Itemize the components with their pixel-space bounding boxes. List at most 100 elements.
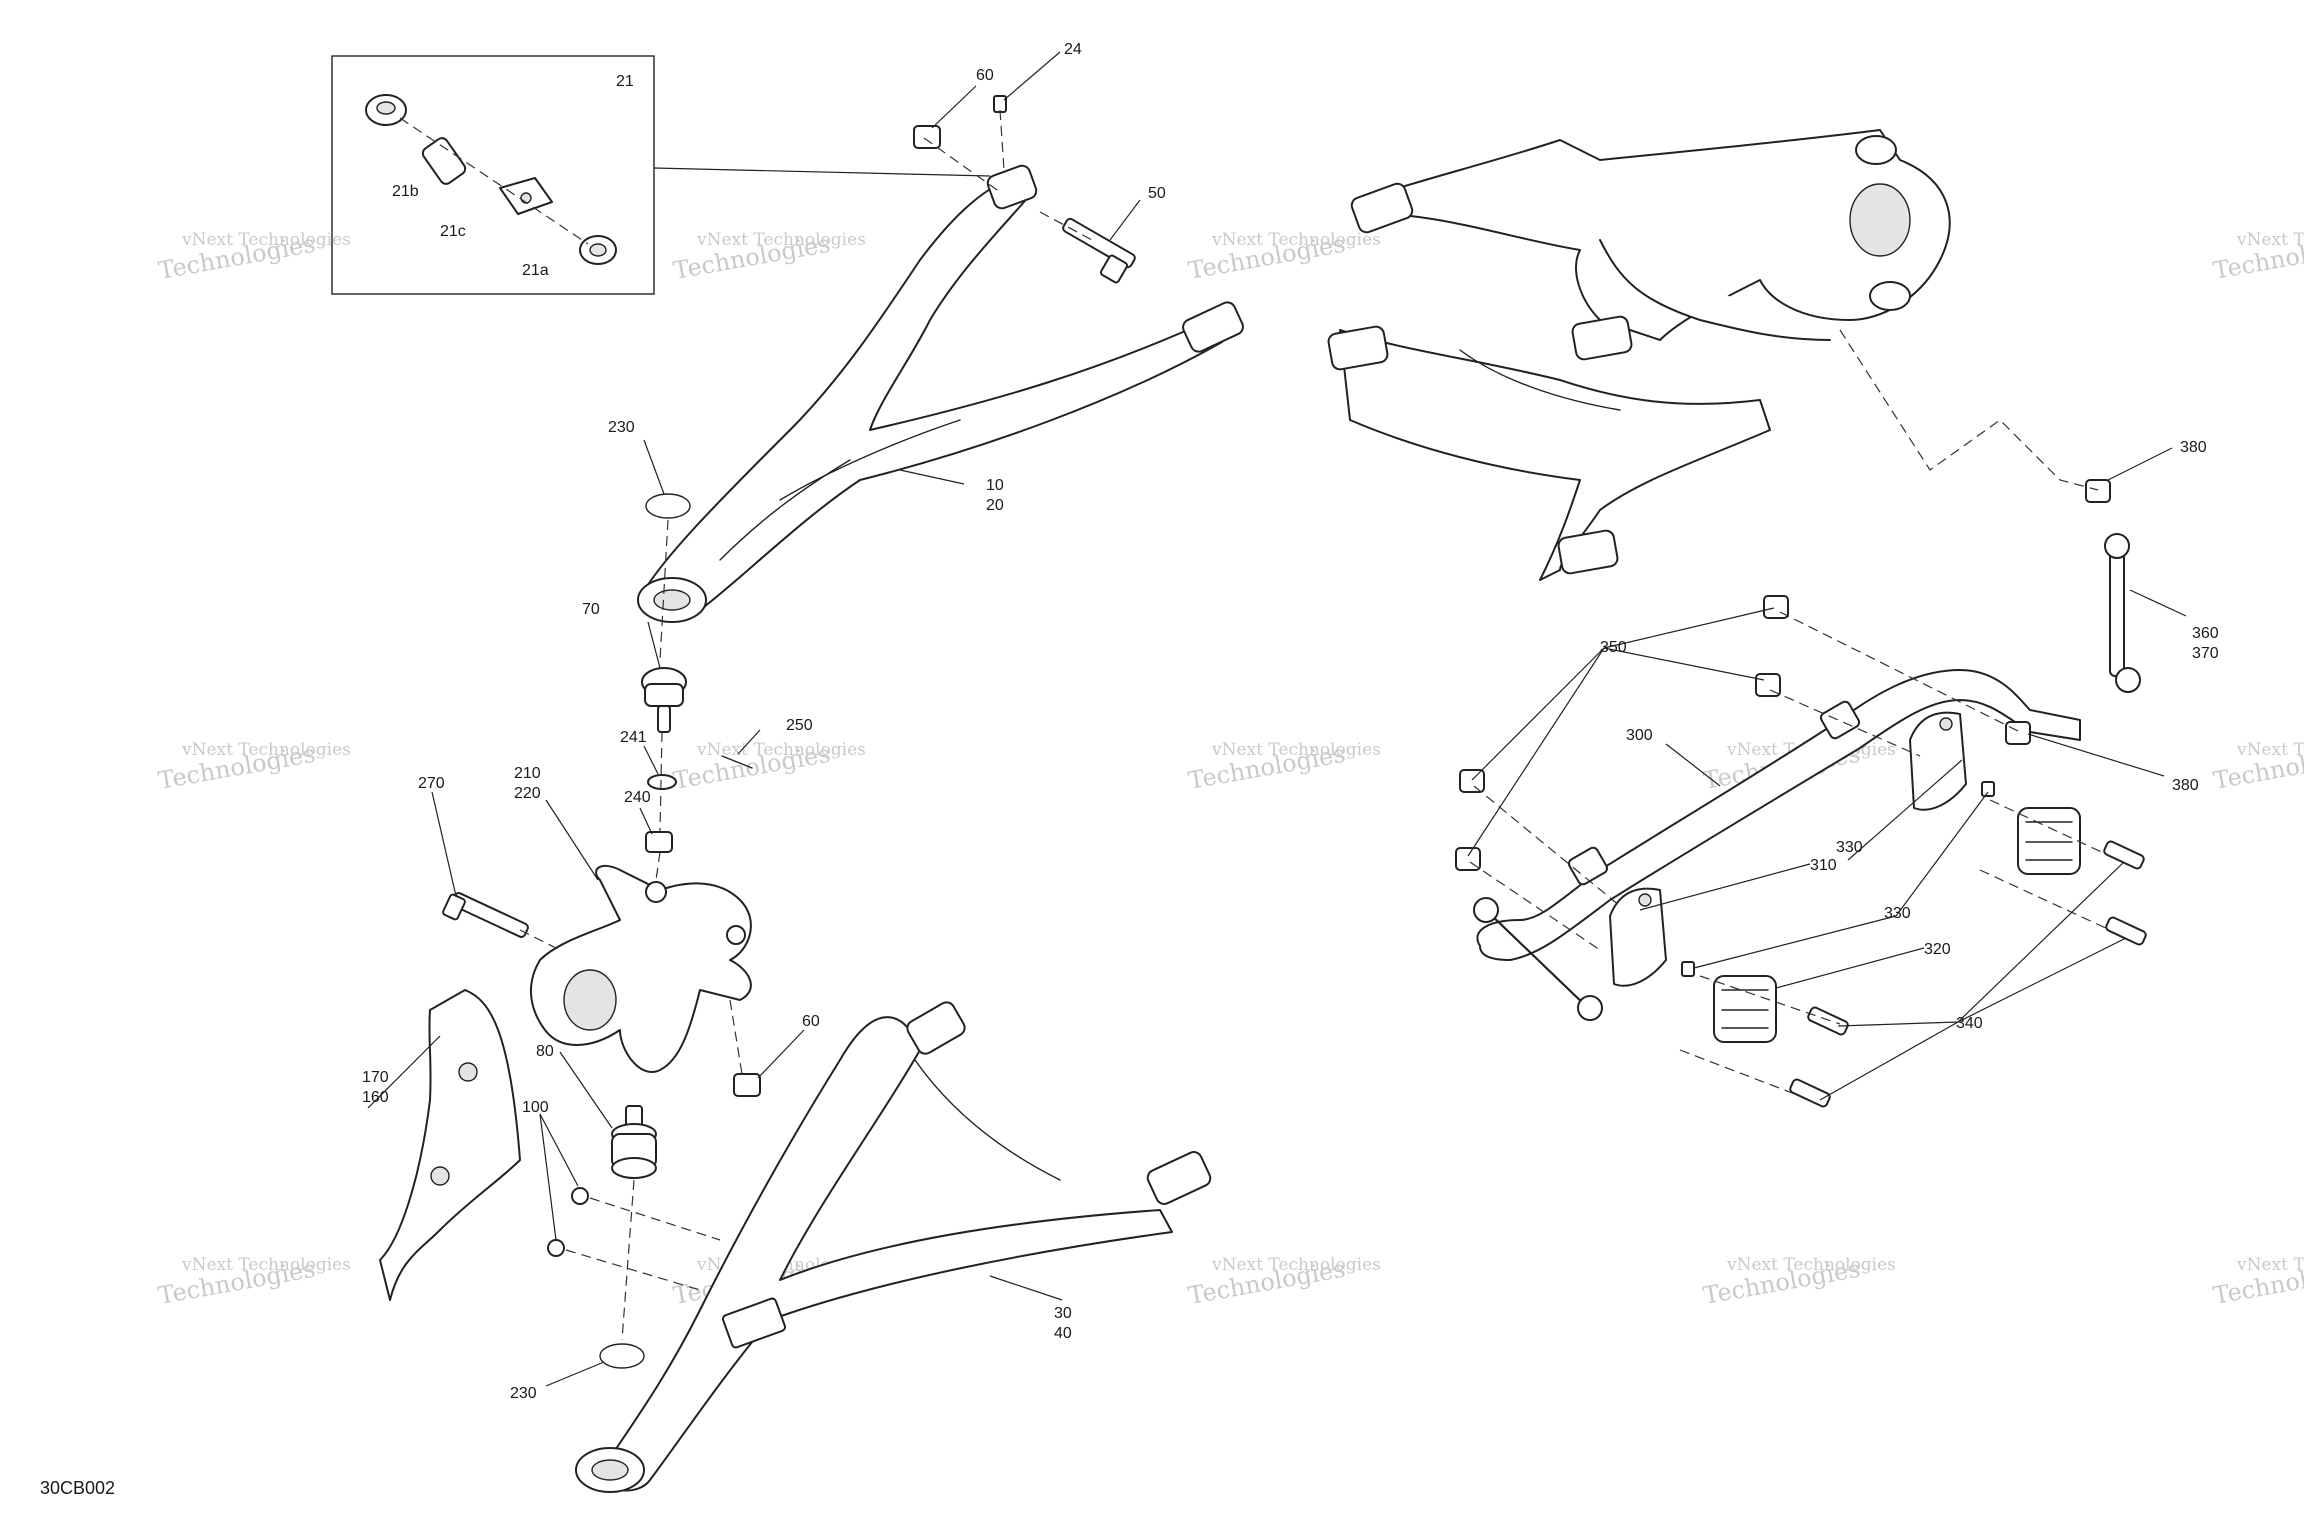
bushing-kit-inset [331, 55, 991, 295]
bushing-sleeve-21a [579, 235, 617, 265]
callout-380-upper: 380 [2180, 439, 2207, 456]
callout-160: 160 [362, 1089, 389, 1106]
callout-380-lower: 380 [2172, 777, 2199, 794]
callout-300: 300 [1626, 727, 1653, 744]
inset-link-line [653, 167, 991, 177]
watermark-line1: vNext Technologies [1211, 230, 1381, 250]
inset-axis-line [399, 117, 589, 245]
bolt-50 [1062, 217, 1136, 284]
bushing-21b [421, 137, 467, 185]
callout-250: 250 [786, 717, 813, 734]
nuts-350 [1455, 595, 1789, 871]
washer-241 [647, 774, 677, 790]
grease-fittings-330 [1681, 781, 1995, 977]
callout-70: 70 [582, 601, 600, 618]
bolts-340 [1789, 840, 2147, 1108]
watermark: vNext Technologies Technologies [671, 740, 866, 795]
nuts-380 [2005, 479, 2111, 745]
callout-40: 40 [1054, 1325, 1072, 1342]
guard-plate [379, 989, 521, 1301]
cotter-pin-250 [721, 755, 753, 769]
callout-230-upper: 230 [608, 419, 635, 436]
circlip-upper [645, 493, 691, 519]
callout-24: 24 [1064, 41, 1082, 58]
nut-60-upper [913, 125, 941, 149]
watermark-line1: vNext Technologies [1726, 1255, 1896, 1275]
callout-330-upper: 330 [1836, 839, 1863, 856]
bracket-310-a [1609, 887, 1667, 987]
watermark: vNext Technologies Technologies [1701, 1255, 1896, 1310]
callout-60-lower: 60 [802, 1013, 820, 1030]
callout-330-lower: 330 [1884, 905, 1911, 922]
watermark: vNext Technologies Technologies [1186, 740, 1381, 795]
upper-a-arm [637, 164, 1244, 623]
watermark-line1: vNext Technologies [1211, 740, 1381, 760]
lower-ball-joint [611, 1105, 657, 1179]
bolt-270 [442, 892, 529, 938]
circlip-lower [599, 1343, 645, 1369]
sway-link-right [2104, 533, 2141, 693]
callout-10: 10 [986, 477, 1004, 494]
watermark-line1: vNext Technologies [181, 1255, 351, 1275]
steering-knuckle [529, 864, 752, 1073]
castle-nut-240 [645, 831, 673, 853]
callout-370: 370 [2192, 645, 2219, 662]
sway-bar [1476, 669, 2081, 961]
callout-340: 340 [1956, 1015, 1983, 1032]
watermark-line1: vNext Technologies [181, 740, 351, 760]
watermark-line1: vNext Technologies [2236, 740, 2304, 760]
lower-a-arm [575, 1001, 1212, 1493]
callout-21: 21 [616, 73, 634, 90]
callout-80: 80 [536, 1043, 554, 1060]
watermark: vNext Technologies Technologies [2211, 230, 2304, 285]
watermark: vNext Technologies Technologies [2211, 740, 2304, 795]
watermark-line1: vNext Technologies [696, 230, 866, 250]
bracket-310-b [1909, 711, 1967, 811]
bushing-320-a [1713, 975, 1777, 1043]
callout-100: 100 [522, 1099, 549, 1116]
nut-60-lower [733, 1073, 761, 1097]
watermark-line1: vNext Technologies [2236, 230, 2304, 250]
callout-220: 220 [514, 785, 541, 802]
grease-fitting-24 [993, 95, 1007, 113]
assembly-lines [519, 109, 2111, 1341]
callout-240: 240 [624, 789, 651, 806]
callout-labels: 21 21a 21b 21c 60 24 50 10 20 230 70 241… [362, 41, 2219, 1402]
watermark: vNext Technologies Technologies [156, 1255, 351, 1310]
watermark: vNext Technologies Technologies [156, 230, 351, 285]
leader-lines [367, 51, 2187, 1387]
watermark: vNext Technologies Technologies [671, 230, 866, 285]
callout-270: 270 [418, 775, 445, 792]
watermark-line1: vNext Technologies [1211, 1255, 1381, 1275]
callout-210: 210 [514, 765, 541, 782]
washer-21c [499, 177, 553, 215]
watermark-line1: vNext Technologies [696, 740, 866, 760]
watermark: vNext Technologies Technologies [1186, 230, 1381, 285]
callout-21a: 21a [522, 262, 549, 279]
bushing-320-b [2017, 807, 2081, 875]
assembled-suspension [1327, 129, 1951, 581]
callout-360: 360 [2192, 625, 2219, 642]
callout-350: 350 [1600, 639, 1627, 656]
callout-230-lower: 230 [510, 1385, 537, 1402]
screws-100 [547, 1187, 589, 1257]
diagram-code: 30CB002 [40, 1478, 115, 1498]
watermark: vNext Technologies Technologies [1186, 1255, 1381, 1310]
callout-170: 170 [362, 1069, 389, 1086]
callout-21b: 21b [392, 183, 419, 200]
watermark-line1: vNext Technologies [181, 230, 351, 250]
sway-link-left [1473, 897, 1603, 1021]
bushing-cap-top [365, 94, 407, 126]
callout-241: 241 [620, 729, 647, 746]
callout-320: 320 [1924, 941, 1951, 958]
callout-30: 30 [1054, 1305, 1072, 1322]
callout-20: 20 [986, 497, 1004, 514]
watermark-line1: vNext Technologies [2236, 1255, 2304, 1275]
callout-21c: 21c [440, 223, 466, 240]
upper-ball-joint [641, 667, 687, 733]
callout-60-upper: 60 [976, 67, 994, 84]
callout-50: 50 [1148, 185, 1166, 202]
callout-310: 310 [1810, 857, 1837, 874]
